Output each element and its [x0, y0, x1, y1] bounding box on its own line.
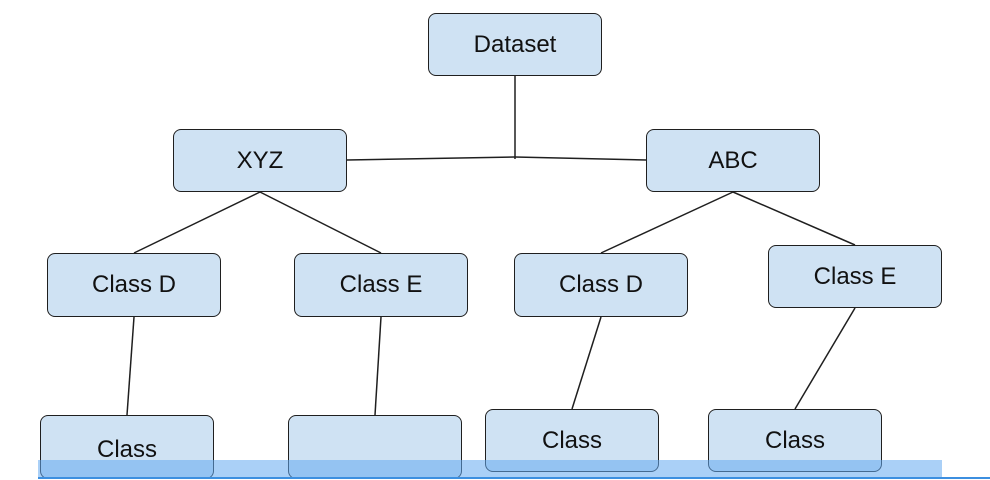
abc-node[interactable]: ABC — [646, 129, 820, 192]
connector-class-d-leaf-1 — [126, 316, 135, 416]
abc-class-d-node[interactable]: Class D — [514, 253, 688, 317]
connector-class-d-leaf-3 — [571, 316, 602, 410]
leaf-node-3[interactable]: Class — [485, 409, 659, 472]
connector-abc-class-e — [732, 191, 856, 246]
xyz-class-e-node[interactable]: Class E — [294, 253, 468, 317]
abc-class-e-label: Class E — [813, 262, 897, 290]
xyz-class-d-label: Class D — [91, 271, 176, 298]
abc-class-d-label: Class D — [558, 271, 643, 298]
abc-class-e-node[interactable]: Class E — [768, 245, 942, 308]
xyz-node[interactable]: XYZ — [173, 129, 347, 192]
leaf-node-4-label: Class — [764, 426, 825, 454]
connector-xyz-class-e — [259, 191, 382, 254]
dataset-node[interactable]: Dataset — [428, 13, 602, 76]
dataset-node-label: Dataset — [473, 30, 557, 58]
connector-trunk-xyz — [346, 156, 516, 161]
xyz-class-e-label: Class E — [339, 271, 423, 298]
leaf-node-1-label: Class — [96, 436, 157, 463]
leaf-node-2[interactable] — [288, 415, 462, 479]
connector-xyz-class-d — [133, 191, 261, 254]
abc-node-label: ABC — [708, 146, 758, 174]
connector-class-e-leaf-2 — [374, 316, 382, 416]
xyz-class-d-node[interactable]: Class D — [47, 253, 221, 317]
connector-class-e-leaf-4 — [794, 307, 856, 410]
xyz-node-label: XYZ — [236, 146, 284, 174]
leaf-node-4[interactable]: Class — [708, 409, 882, 472]
leaf-node-3-label: Class — [541, 426, 602, 454]
connector-abc-class-d — [600, 191, 734, 254]
connector-trunk-abc — [514, 156, 647, 161]
leaf-node-1[interactable]: Class — [40, 415, 214, 479]
